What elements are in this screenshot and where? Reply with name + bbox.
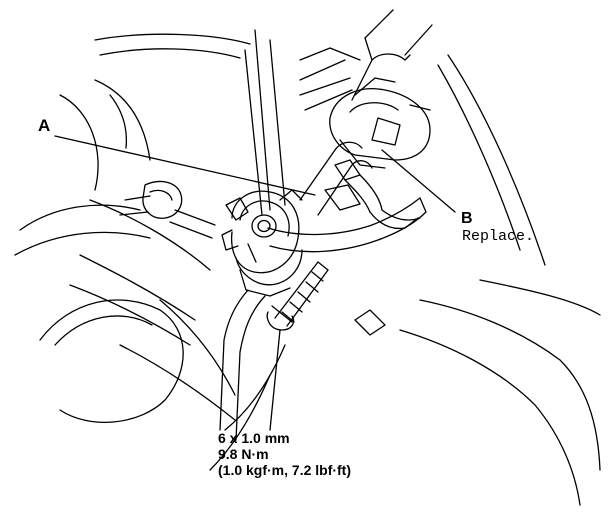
lower-shaft (219, 289, 266, 441)
callout-label-b: B (461, 210, 473, 227)
intermediate-shaft (299, 141, 421, 230)
callout-note-replace: Replace. (462, 228, 535, 245)
torque-value-text: 9.8 N·m (218, 446, 269, 462)
callout-label-a: A (38, 116, 51, 135)
connector-bracket-left (119, 180, 216, 239)
steering-column (329, 9, 433, 169)
body-panel-outlines (14, 29, 601, 506)
bolt (266, 261, 329, 331)
leader-lines (54, 135, 456, 431)
torque-alt-units-text: (1.0 kgf·m, 7.2 lbf·ft) (218, 462, 352, 478)
bolt-size-text: 6 x 1.0 mm (218, 430, 290, 446)
bolt-torque-spec: 6 x 1.0 mm 9.8 N·m (1.0 kgf·m, 7.2 lbf·f… (218, 430, 351, 478)
boot-strap (267, 197, 427, 253)
universal-joint (221, 189, 303, 297)
